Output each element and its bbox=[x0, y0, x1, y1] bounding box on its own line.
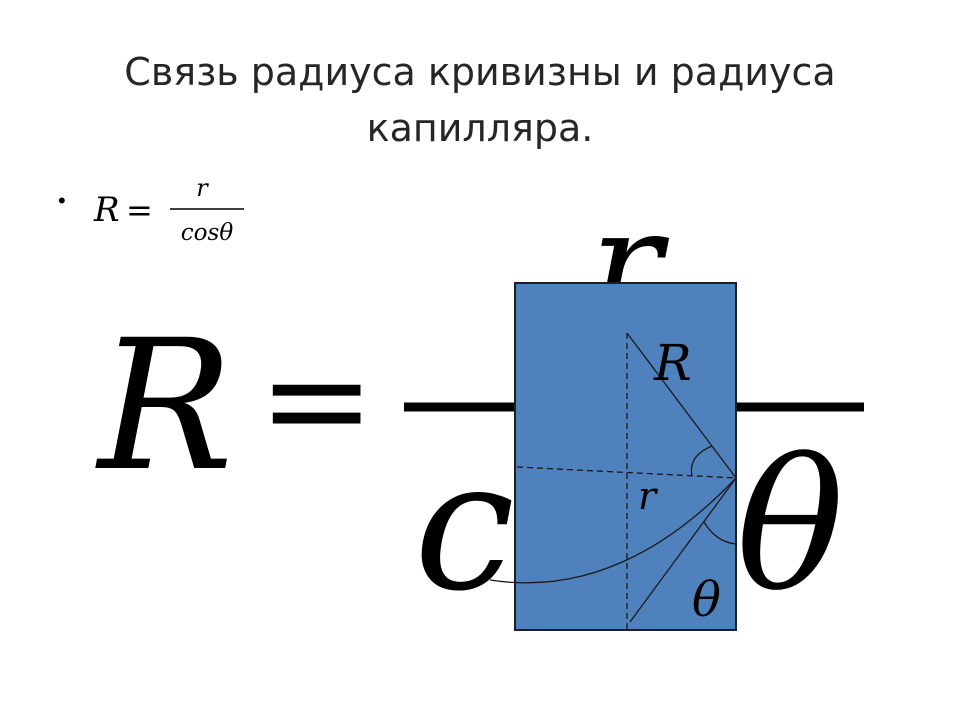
title-line-2: капилляра. bbox=[366, 106, 594, 150]
big-formula-denominator-c: c bbox=[414, 422, 515, 631]
radius-R-line bbox=[626, 332, 737, 479]
label-small-radius: r bbox=[638, 474, 659, 518]
meniscus-arc bbox=[489, 477, 737, 584]
label-big-radius: R bbox=[653, 334, 692, 392]
slide-title: Связь радиуса кривизны и радиуса капилля… bbox=[60, 44, 900, 156]
big-formula-lhs: R bbox=[95, 302, 234, 511]
capillary-rectangle bbox=[514, 282, 737, 631]
big-formula: R = r c θ bbox=[95, 178, 864, 631]
big-formula-equals: = bbox=[258, 319, 375, 482]
tangent-line bbox=[629, 477, 737, 623]
capillary-diagram: R r θ bbox=[489, 282, 737, 631]
horizontal-line-dashed bbox=[516, 466, 737, 479]
bullet-icon: • bbox=[58, 188, 66, 213]
small-formula-equals: = bbox=[126, 191, 153, 229]
big-formula-denominator-theta: θ bbox=[736, 422, 844, 631]
angle-arc-lower bbox=[703, 521, 737, 545]
label-angle: θ bbox=[692, 572, 721, 628]
small-formula-lhs: R bbox=[93, 190, 120, 230]
small-formula: R = r cosθ bbox=[93, 174, 244, 246]
small-formula-numerator: r bbox=[196, 174, 209, 202]
title-line-1: Связь радиуса кривизны и радиуса bbox=[124, 50, 836, 94]
angle-arc-upper bbox=[690, 445, 713, 477]
small-formula-denominator: cosθ bbox=[181, 220, 234, 246]
